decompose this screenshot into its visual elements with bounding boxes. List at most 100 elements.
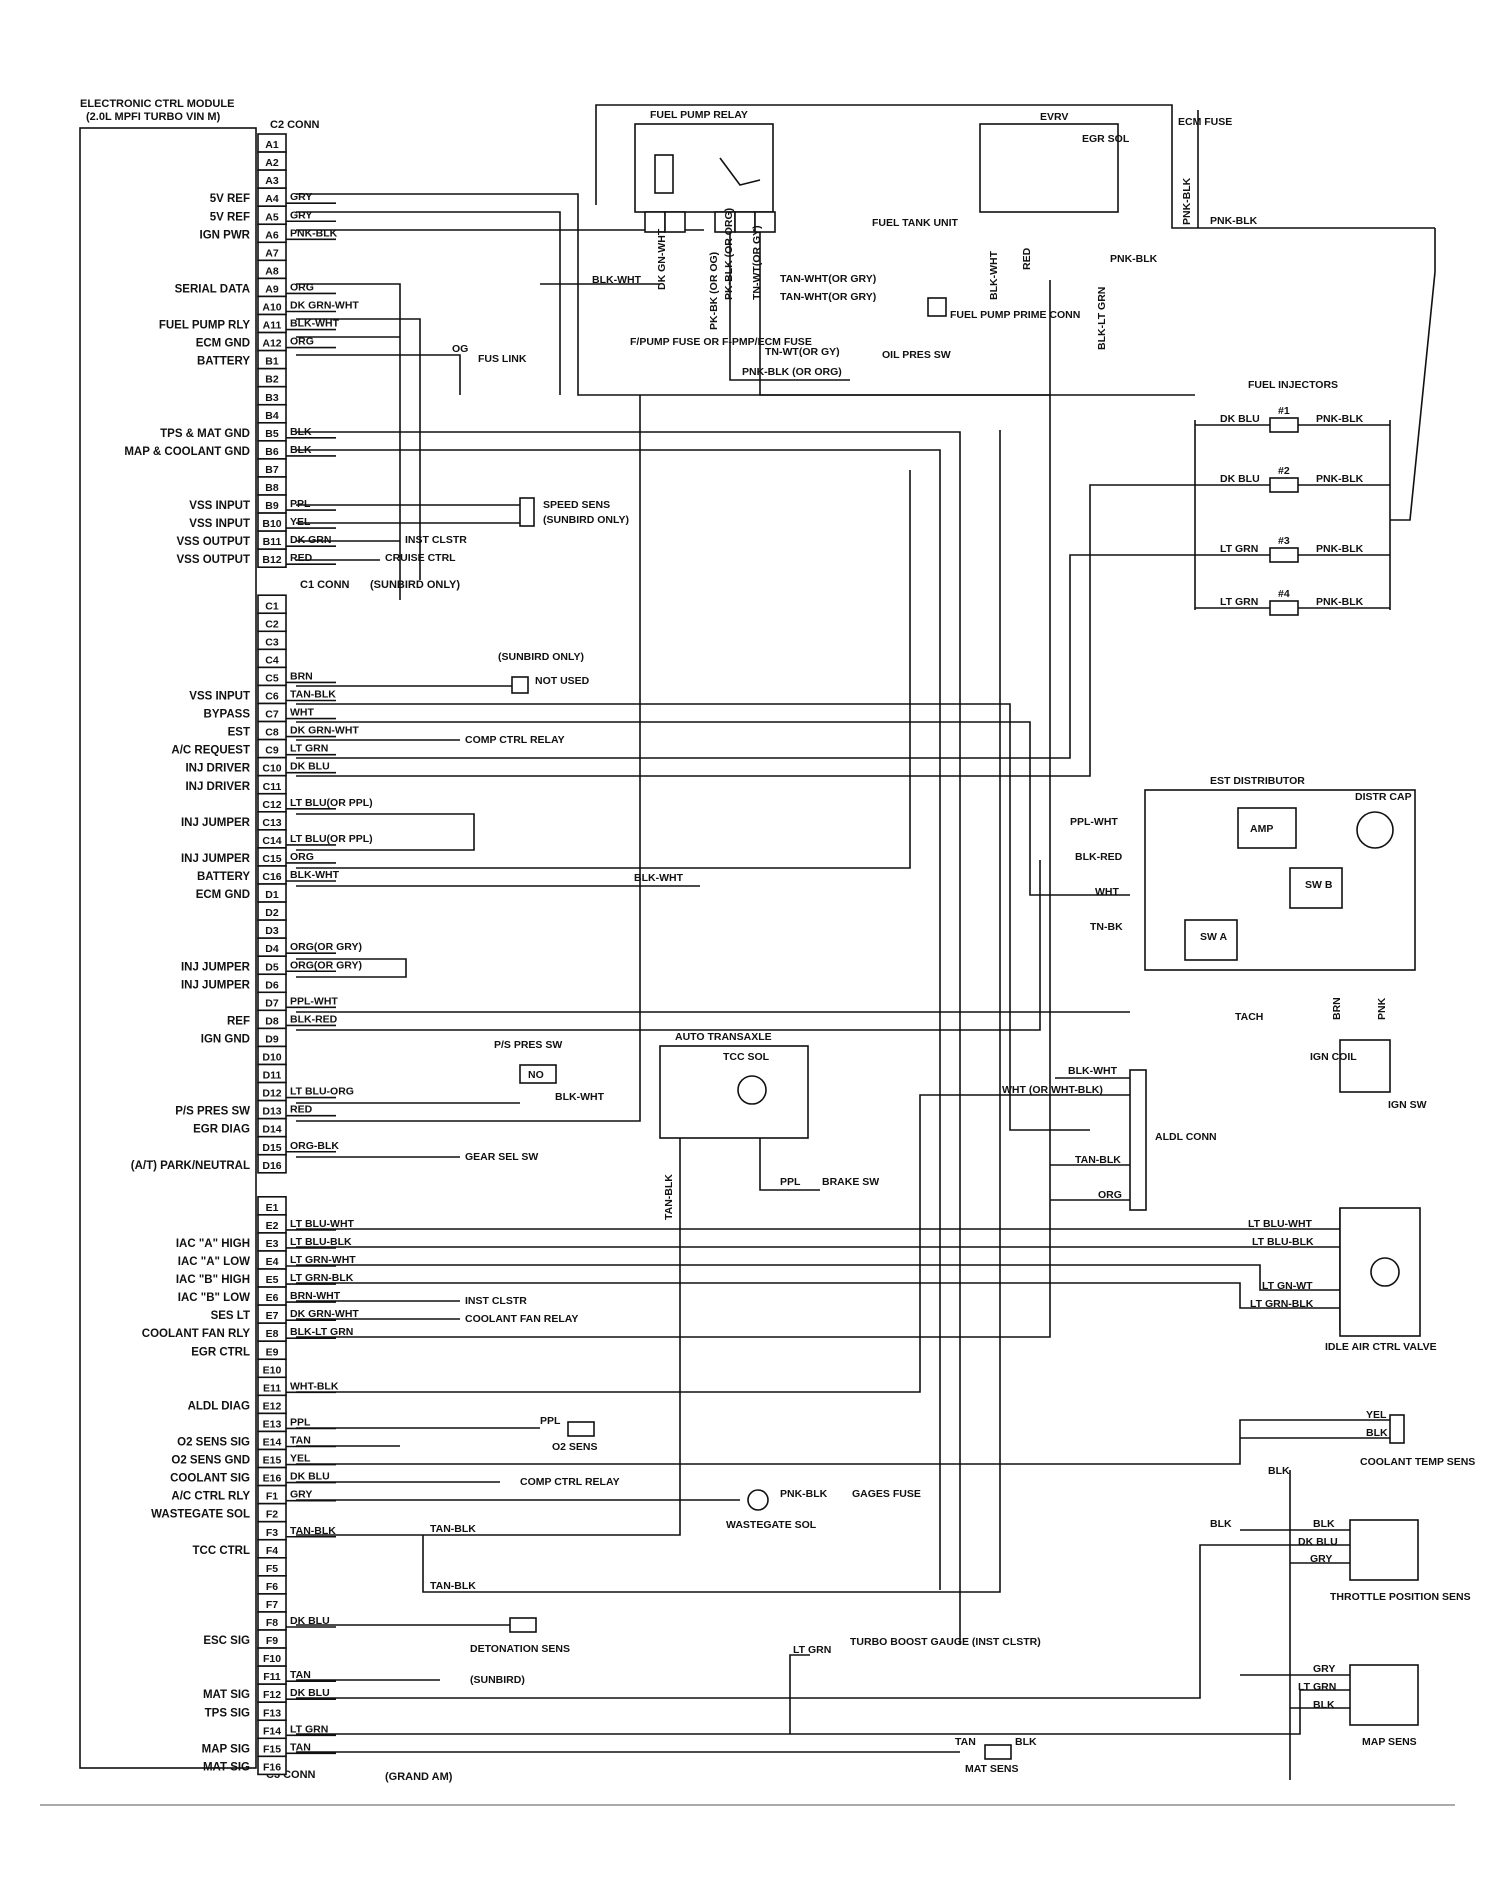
ecm-pin-id: A11: [263, 320, 282, 332]
svg-text:RED: RED: [1021, 247, 1033, 270]
svg-text:COOLANT FAN RELAY: COOLANT FAN RELAY: [465, 1313, 578, 1325]
svg-text:BLK: BLK: [1268, 1465, 1290, 1477]
ecm-pin-id: D12: [262, 1088, 281, 1100]
svg-text:DETONATION SENS: DETONATION SENS: [470, 1643, 570, 1655]
ecm-pin-id: D11: [263, 1070, 282, 1082]
ecm-pin-wire-color: DK BLU: [290, 761, 330, 773]
svg-text:DK BLU: DK BLU: [1220, 473, 1260, 485]
ecm-pin-function: MAT SIG: [203, 1689, 250, 1701]
ecm-pin-id: D15: [262, 1142, 281, 1154]
ecm-pin-wire-color: LT GRN: [290, 743, 328, 755]
svg-text:BLK-WHT: BLK-WHT: [555, 1091, 605, 1103]
ecm-pin-wire-color: BLK-LT GRN: [290, 1326, 353, 1338]
svg-text:BLK-WHT: BLK-WHT: [592, 274, 642, 286]
wire-b6: [296, 449, 941, 1590]
wire-e5: [296, 1264, 1340, 1291]
svg-text:FUEL PUMP PRIME CONN: FUEL PUMP PRIME CONN: [950, 309, 1080, 321]
svg-text:DK BLU: DK BLU: [1220, 413, 1260, 425]
svg-text:NO: NO: [528, 1069, 544, 1081]
ecm-pin-id: D16: [262, 1160, 281, 1172]
ecm-pin-wire-color: LT GRN-WHT: [290, 1254, 356, 1266]
svg-text:PK-BLK (OR ORG): PK-BLK (OR ORG): [723, 208, 735, 300]
ecm-pin-wire-color: RED: [290, 1104, 313, 1116]
ecm-pin-id: F8: [266, 1617, 278, 1629]
svg-text:ORG: ORG: [1098, 1189, 1122, 1201]
ecm-pin-wire-color: YEL: [290, 516, 311, 528]
svg-text:COOLANT TEMP SENS: COOLANT TEMP SENS: [1360, 1456, 1475, 1468]
ecm-pin-id: B9: [265, 500, 279, 512]
ecm-pin-function: IAC "A" HIGH: [176, 1238, 250, 1250]
wire-inj-feed: [1390, 271, 1436, 521]
wire-e16: [296, 1419, 1390, 1465]
ecm-pin-function: IGN GND: [201, 1033, 250, 1045]
ecm-pin-id: E10: [263, 1364, 282, 1376]
svg-text:IGN COIL: IGN COIL: [1310, 1051, 1357, 1063]
ecm-pin-wire-color: BLK-RED: [290, 1013, 338, 1025]
svg-text:PNK-BLK: PNK-BLK: [1316, 473, 1364, 485]
ecm-pin-function: BATTERY: [197, 356, 250, 368]
svg-text:ALDL CONN: ALDL CONN: [1155, 1131, 1217, 1143]
ecm-pin-id: E9: [266, 1346, 279, 1358]
auto-transaxle: AUTO TRANSAXLE TCC SOL TAN-BLK PPL BRAKE…: [659, 1031, 879, 1220]
svg-text:BLK: BLK: [1015, 1736, 1037, 1748]
ecm-pin-wire-color: DK BLU: [290, 1687, 330, 1699]
svg-text:OG: OG: [452, 343, 468, 355]
ecm-pin-id: C6: [265, 691, 279, 703]
fuel-pump-relay-title: FUEL PUMP RELAY: [650, 109, 748, 121]
ecm-pin-id: A10: [262, 302, 281, 314]
ecm-pin-id: F11: [263, 1671, 281, 1683]
wire-f15: [296, 1689, 1350, 1735]
ecm-pin-function: MAP & COOLANT GND: [124, 446, 250, 458]
ecm-pin-wire-color: GRY: [290, 191, 312, 203]
ecm-pin-id: D7: [265, 997, 279, 1009]
svg-text:ECM FUSE: ECM FUSE: [1178, 116, 1232, 128]
ecm-pin-id: B2: [265, 374, 279, 386]
ecm-pin-id: C13: [262, 817, 281, 829]
ecm-pin-id: F7: [266, 1599, 278, 1611]
ecm-pin-id: B1: [265, 356, 279, 368]
svg-text:BLK-LT GRN: BLK-LT GRN: [1096, 287, 1108, 350]
ecm-pin-wire-color: LT BLU-WHT: [290, 1218, 355, 1230]
ecm-pin-wire-color: PNK-BLK: [290, 227, 338, 239]
ecm-pin-id: F15: [263, 1743, 281, 1755]
ecm-pin-id: F3: [266, 1527, 278, 1539]
ecm-pin-wire-color: ORG(OR GRY): [290, 941, 362, 953]
svg-text:WHT: WHT: [1095, 886, 1119, 898]
ecm-pin-id: F2: [266, 1509, 278, 1521]
ecm-pin-function: IAC "B" LOW: [178, 1292, 250, 1304]
svg-text:MAT SENS: MAT SENS: [965, 1763, 1018, 1775]
ecm-pin-id: A8: [265, 265, 279, 277]
ecm-pin-function: EGR DIAG: [193, 1124, 250, 1136]
wire-b5: [296, 431, 961, 1645]
ecm-pin-id: D14: [262, 1124, 281, 1136]
inline-labels: OG FUS LINK SPEED SENS (SUNBIRD ONLY) IN…: [385, 343, 1041, 1775]
ecm-pin-function: INJ JUMPER: [181, 853, 251, 865]
svg-text:BLK-WHT: BLK-WHT: [988, 250, 1000, 300]
ecm-pin-function: A/C REQUEST: [171, 745, 250, 757]
wire-d9: [296, 860, 1041, 1031]
ecm-pin-id: E12: [263, 1400, 282, 1412]
ecm-pin-function: BATTERY: [197, 871, 250, 883]
ecm-pin-id: A7: [265, 247, 279, 259]
svg-text:TAN-BLK: TAN-BLK: [430, 1580, 476, 1592]
ecm-pin-function: (A/T) PARK/NEUTRAL: [131, 1160, 250, 1172]
svg-text:DK GN-WHT: DK GN-WHT: [656, 228, 668, 290]
ecm-pin-id: B10: [262, 518, 281, 530]
svg-text:PNK-BLK: PNK-BLK: [1181, 177, 1193, 225]
ecm-pin-wire-color: TAN: [290, 1741, 311, 1753]
wire-b1: [296, 354, 461, 395]
ecm-pin-wire-color: RED: [290, 552, 313, 564]
wire-c10: [296, 554, 1195, 759]
ecm-pin-function: A/C CTRL RLY: [171, 1491, 250, 1503]
svg-text:FUS LINK: FUS LINK: [478, 353, 527, 365]
svg-text:PNK: PNK: [1376, 997, 1388, 1020]
ecm-pin-function: INJ DRIVER: [185, 781, 250, 793]
ecm-pin-wire-color: YEL: [290, 1453, 311, 1465]
ecm-module: ELECTRONIC CTRL MODULE (2.0L MPFI TURBO …: [79, 98, 460, 1783]
ecm-pin-id: A3: [265, 175, 279, 187]
fuel-pump-relay: FUEL PUMP RELAY BLK-WHT DK GN-WHT PK-BK …: [592, 109, 1080, 396]
ecm-pin-function: IAC "A" LOW: [178, 1256, 250, 1268]
ecm-pin-wire-color: DK GRN-WHT: [290, 1308, 359, 1320]
wire-c8: [296, 721, 1130, 896]
